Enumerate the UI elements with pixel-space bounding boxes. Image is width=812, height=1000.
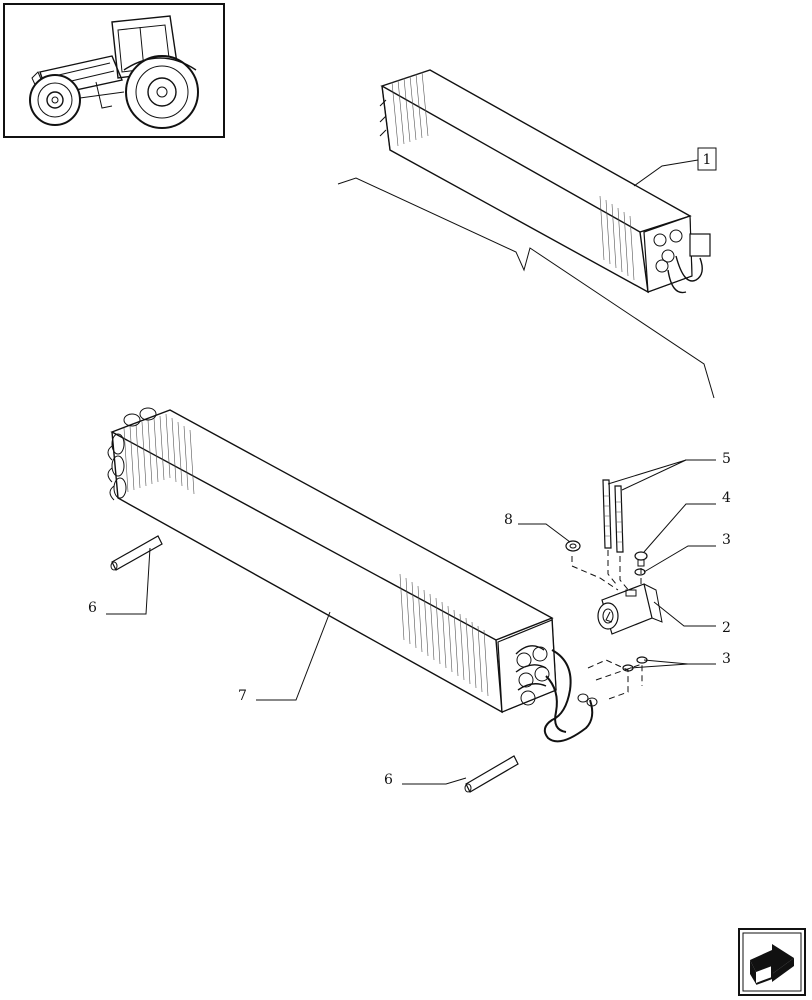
assembly-guide-lines	[571, 550, 643, 701]
washer-upper	[634, 568, 646, 576]
callout-6-left: 6	[88, 600, 97, 616]
callout-1-label: 1	[703, 152, 712, 168]
evaporator-core	[107, 407, 598, 743]
callout-3-upper: 3	[722, 532, 731, 548]
callout-3-lower: 3	[722, 651, 731, 667]
expansion-valve	[597, 583, 663, 635]
callout-5: 5	[722, 451, 731, 467]
callout-2: 2	[722, 620, 731, 636]
foam-strip-lower	[464, 755, 519, 793]
callout-7: 7	[238, 688, 247, 704]
mounting-studs	[602, 479, 624, 553]
valve-screw	[634, 551, 648, 567]
view-break-line	[337, 177, 715, 399]
next-page-arrow-icon[interactable]	[738, 928, 806, 996]
o-ring	[565, 540, 581, 552]
evaporator-fins-left	[123, 413, 195, 495]
callout-4: 4	[722, 490, 731, 506]
tractor-thumbnail-icon[interactable]	[3, 3, 225, 138]
evaporator-fins-right	[399, 573, 489, 697]
evaporator-fins-upper	[391, 71, 635, 281]
callout-6-bottom: 6	[384, 772, 393, 788]
callout-8: 8	[504, 512, 513, 528]
foam-strip-upper	[110, 535, 163, 571]
callout-box-1: 1	[633, 147, 717, 187]
evaporator-assembly-overview	[379, 69, 711, 294]
